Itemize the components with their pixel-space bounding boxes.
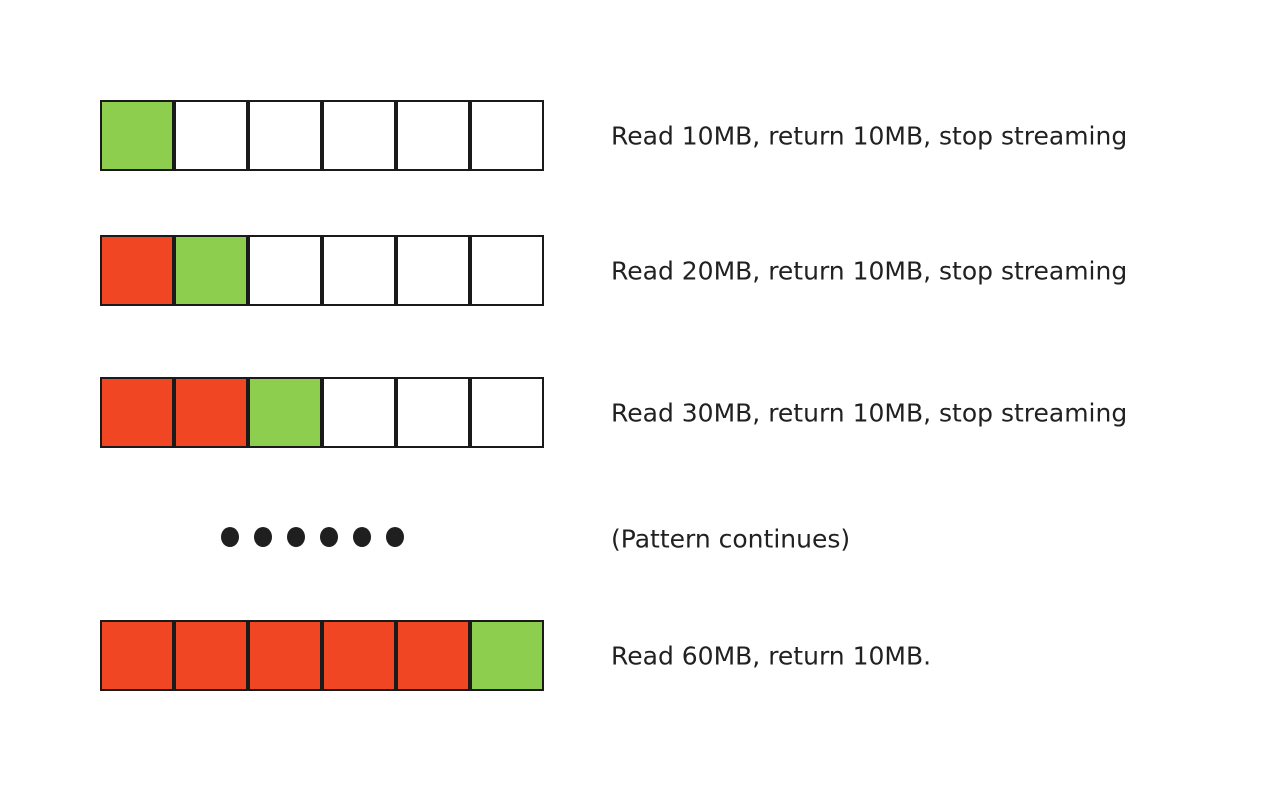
- ellipsis-dot: [320, 527, 338, 547]
- ellipsis-label: (Pattern continues): [611, 524, 851, 554]
- block-cell-white: [396, 377, 470, 448]
- block-cell-red: [174, 620, 248, 691]
- ellipsis-dots: [221, 527, 404, 547]
- row-label-4: Read 60MB, return 10MB.: [611, 640, 932, 670]
- block-cell-red: [174, 377, 248, 448]
- block-cell-white: [248, 100, 322, 171]
- block-cell-red: [322, 620, 396, 691]
- block-cell-green: [248, 377, 322, 448]
- block-cell-white: [396, 100, 470, 171]
- block-cell-white: [322, 377, 396, 448]
- block-cell-white: [322, 100, 396, 171]
- block-bar-2: [100, 235, 544, 306]
- block-cell-white: [470, 235, 544, 306]
- ellipsis-dot: [353, 527, 371, 547]
- block-bar-3: [100, 377, 544, 448]
- block-cell-white: [396, 235, 470, 306]
- block-cell-white: [470, 100, 544, 171]
- row-label-2: Read 20MB, return 10MB, stop streaming: [611, 255, 1128, 285]
- row-label-1: Read 10MB, return 10MB, stop streaming: [611, 120, 1128, 150]
- block-cell-red: [100, 235, 174, 306]
- ellipsis-dot: [386, 527, 404, 547]
- block-cell-green: [100, 100, 174, 171]
- block-cell-green: [174, 235, 248, 306]
- block-cell-red: [396, 620, 470, 691]
- block-cell-green: [470, 620, 544, 691]
- block-cell-white: [322, 235, 396, 306]
- ellipsis-dot: [221, 527, 239, 547]
- block-bar-1: [100, 100, 544, 171]
- block-cell-red: [100, 620, 174, 691]
- block-cell-white: [174, 100, 248, 171]
- block-cell-white: [470, 377, 544, 448]
- block-cell-white: [248, 235, 322, 306]
- block-cell-red: [248, 620, 322, 691]
- block-cell-red: [100, 377, 174, 448]
- ellipsis-dot: [287, 527, 305, 547]
- ellipsis-dot: [254, 527, 272, 547]
- block-bar-4: [100, 620, 544, 691]
- row-label-3: Read 30MB, return 10MB, stop streaming: [611, 397, 1128, 427]
